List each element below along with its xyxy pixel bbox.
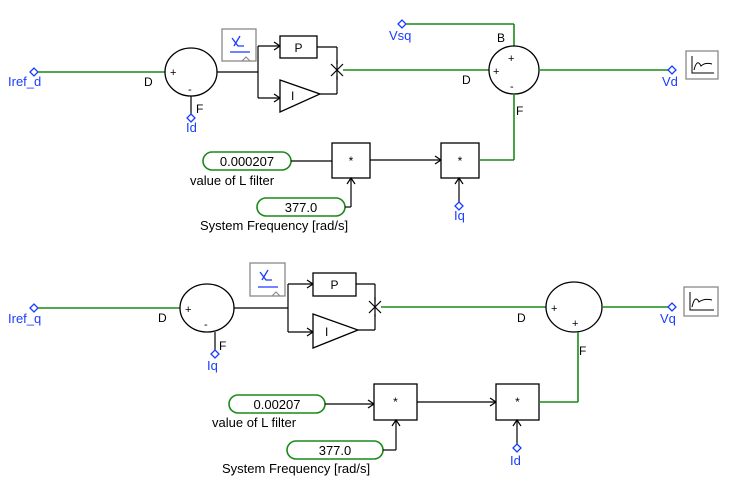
summer2-f-port-bottom: F [579,344,586,358]
mult2-label-top: * [458,154,463,168]
summer1-d-port: D [144,75,153,89]
pi-sum-node-top [330,60,344,80]
summer2-plus-left-bottom: + [551,303,557,315]
top-loop: Iref_d D + - F Id [8,19,719,233]
vsq-label: Vsq [389,28,411,43]
summer1-plus-sign: + [170,67,176,79]
summer2-d-port-bottom: D [517,311,526,325]
summer2-plus-left: + [493,66,499,78]
p-label-top: P [294,41,302,55]
p-gain-block-top[interactable]: P [279,35,318,59]
summer1-d-port-bottom: D [158,311,167,325]
const-l-value-bottom: 0.00207 [254,397,301,412]
iref-q-label: Iref_q [8,311,41,326]
summer2-minus: - [510,81,514,93]
const-freq-value-bottom: 377.0 [319,443,352,458]
multiplier-1-bottom[interactable]: * [373,383,418,421]
p-label-bottom: P [330,278,338,292]
i-gain-block-bottom[interactable]: I [312,313,360,349]
scope-icon[interactable] [685,50,719,80]
vq-output[interactable]: Vq [660,302,677,326]
iref-d-label: Iref_d [8,74,41,89]
id-feedback-label: Id [186,120,197,135]
summer2-b-port: B [497,31,505,45]
vsq-input[interactable]: Vsq [389,19,411,43]
summer1-f-port: F [196,102,203,116]
const-freq-caption-top: System Frequency [rad/s] [200,218,348,233]
iq-cross-label-top: Iq [454,208,465,223]
summer-2-bottom[interactable]: + + [545,281,603,333]
const-freq-caption-bottom: System Frequency [rad/s] [222,461,370,476]
summer2-plus-bottom: + [572,318,578,330]
iref-q-input[interactable]: Iref_q [8,303,41,326]
summer2-f-port: F [516,104,523,118]
summer1-f-port-bottom: F [219,339,226,353]
summer-1-top[interactable]: + - [164,47,218,97]
summer2-d-port: D [462,73,471,87]
iq-cross-input-top[interactable]: Iq [454,201,465,223]
multiplier-2-top[interactable]: * [440,142,480,179]
summer2-plus-top: + [508,53,514,65]
vq-label: Vq [660,311,676,326]
const-freq-top[interactable]: 377.0 [256,197,346,217]
bottom-loop: Iref_q D + - F Iq P [8,262,719,476]
pi-sum-node-bottom [368,297,382,317]
const-l-filter-bottom[interactable]: 0.00207 [228,394,326,414]
mult2-label-bottom: * [515,395,520,409]
id-cross-input-bottom[interactable]: Id [510,443,522,468]
id-feedback-input[interactable]: Id [186,113,197,135]
iq-feedback-label: Iq [207,358,218,373]
summer1-minus-bottom: - [204,319,208,331]
summer1-minus-sign: - [188,84,192,96]
id-cross-label-bottom: Id [510,453,521,468]
i-label-bottom: I [325,325,328,339]
iq-feedback-input[interactable]: Iq [207,349,220,373]
iref-d-input[interactable]: Iref_d [8,67,41,89]
const-freq-bottom[interactable]: 377.0 [286,440,384,460]
summer-1-bottom[interactable]: + - [179,283,235,333]
const-freq-value-top: 377.0 [285,200,318,215]
summer1-plus-bottom: + [185,304,191,316]
summer-2-top[interactable]: + + - [488,45,540,95]
const-l-caption-top: value of L filter [190,173,275,188]
vd-label: Vd [662,74,678,89]
mult1-label-bottom: * [393,395,398,409]
limiter-icon[interactable] [249,262,286,297]
limiter-icon[interactable] [221,28,257,62]
mult1-label-top: * [349,154,354,168]
vd-output[interactable]: Vd [662,65,678,89]
const-l-value-top: 0.000207 [220,154,274,169]
i-label-top: I [291,89,294,103]
const-l-filter-top[interactable]: 0.000207 [202,151,292,171]
p-gain-block-bottom[interactable]: P [312,272,357,297]
const-l-caption-bottom: value of L filter [212,415,297,430]
i-gain-block-top[interactable]: I [279,79,322,114]
multiplier-1-top[interactable]: * [331,142,371,179]
multiplier-2-bottom[interactable]: * [495,383,540,421]
scope-icon[interactable] [683,286,719,317]
